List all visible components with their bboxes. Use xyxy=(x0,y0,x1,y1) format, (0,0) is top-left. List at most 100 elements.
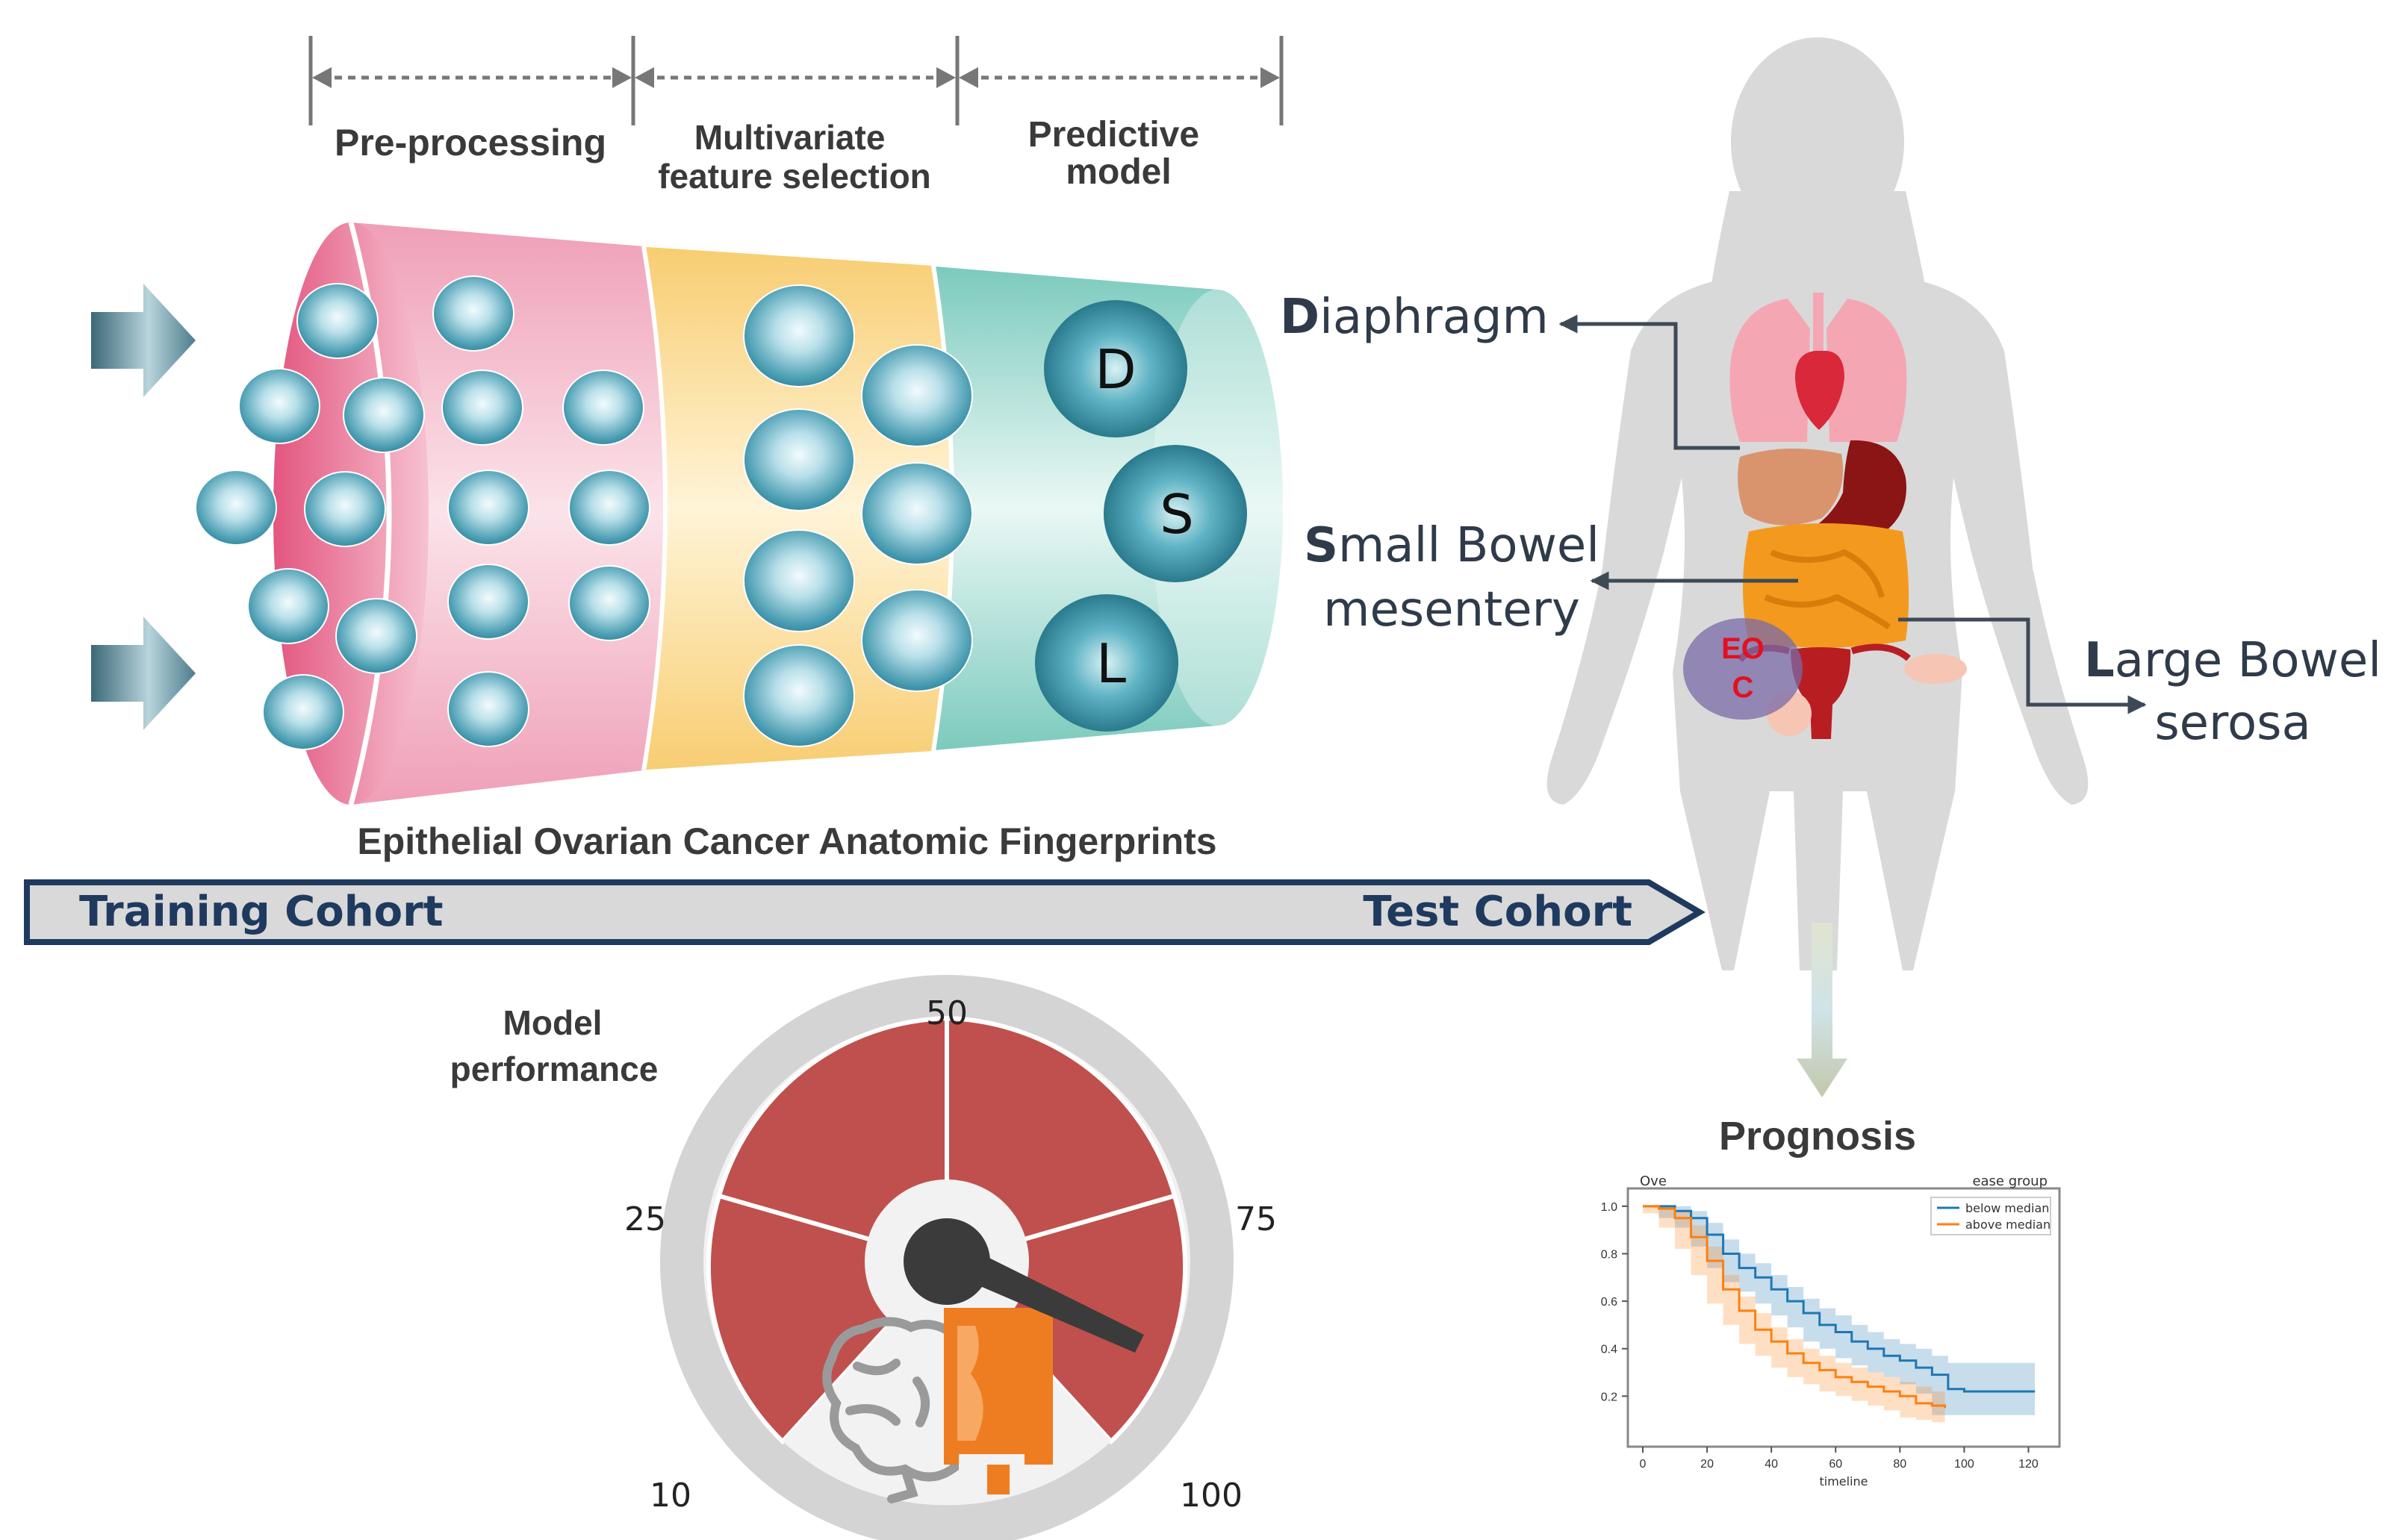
feature-sphere xyxy=(343,377,425,453)
svg-text:EO: EO xyxy=(1721,632,1765,665)
feature-sphere xyxy=(743,529,855,632)
km-y-tick-label: 0.2 xyxy=(1601,1391,1617,1403)
feature-sphere xyxy=(447,470,529,546)
feature-sphere xyxy=(262,674,344,750)
right-arrow-icon xyxy=(91,617,196,730)
prognosis-title: Prognosis xyxy=(1719,1114,1916,1159)
svg-text:L: L xyxy=(1096,632,1126,695)
dial-tick-25: 25 xyxy=(624,1200,666,1238)
large-bowel-leader xyxy=(1898,617,2147,714)
model-output-spheres: D S L xyxy=(1035,300,1247,732)
dial-title-line2: performance xyxy=(450,1050,659,1088)
km-y-tick-label: 0.4 xyxy=(1601,1344,1617,1356)
km-y-tick-label: 1.0 xyxy=(1601,1201,1617,1214)
svg-text:D: D xyxy=(1095,338,1136,401)
performance-dial: Model performance 50 25 75 10 100 xyxy=(450,975,1277,1540)
prognosis-section: Prognosis Ove ease group 0 20 40 60 80 100 120… xyxy=(1601,1114,2061,1488)
svg-text:C: C xyxy=(1732,671,1754,704)
dial-tick-50: 50 xyxy=(926,994,968,1032)
km-x-tick-label: 40 xyxy=(1765,1458,1778,1471)
down-arrow-icon xyxy=(1797,923,1847,1097)
diaphragm-label: Diaphragm xyxy=(1280,290,1549,345)
km-legend-above-median: above median xyxy=(1965,1218,2051,1232)
km-title-fragment-left: Ove xyxy=(1640,1173,1667,1189)
km-x-tick-label: 120 xyxy=(2018,1458,2039,1471)
dial-tick-75: 75 xyxy=(1235,1200,1277,1238)
km-x-tick-label: 100 xyxy=(1954,1458,1974,1471)
feature-sphere xyxy=(568,565,650,641)
stomach xyxy=(1800,440,1906,547)
dial-tick-10: 10 xyxy=(650,1477,691,1515)
pipeline-caption: Epithelial Ovarian Cancer Anatomic Finge… xyxy=(357,820,1216,862)
ovary-right xyxy=(1904,654,1967,684)
gauge-needle-icon xyxy=(904,1218,1144,1353)
large-bowel-label: Large Bowel xyxy=(2084,633,2381,688)
km-line-below-median xyxy=(1643,1205,2036,1393)
dial-tick-100: 100 xyxy=(1180,1477,1243,1515)
feature-sphere xyxy=(743,644,855,747)
cohort-bar: Training Cohort Test Cohort xyxy=(24,879,1706,945)
pipeline: Pre-processing Multivariate feature sele… xyxy=(91,36,1284,862)
km-x-ticks: 0 20 40 60 80 100 120 xyxy=(1640,1447,2039,1471)
stage-label-feature-selection: Multivariate feature selection xyxy=(658,118,931,196)
feature-sphere xyxy=(743,408,855,511)
feature-spheres-selected xyxy=(743,284,973,747)
km-series-lines xyxy=(1643,1205,2036,1409)
km-y-tick-label: 0.8 xyxy=(1601,1249,1617,1262)
model-sphere-s: S xyxy=(1104,445,1247,582)
feature-sphere xyxy=(195,470,277,546)
feature-sphere xyxy=(562,370,644,446)
dial-title-line1: Model xyxy=(503,1003,603,1042)
diaphragm-leader xyxy=(1558,314,1740,450)
feature-sphere xyxy=(441,370,523,446)
feature-sphere xyxy=(568,470,650,546)
stage-label-preprocessing: Pre-processing xyxy=(335,122,606,163)
km-y-tick-label: 0.6 xyxy=(1601,1296,1617,1309)
km-legend-below-median: below median xyxy=(1965,1201,2049,1215)
eoc-tumor: EO C xyxy=(1683,618,1803,720)
km-ci-band-below-median xyxy=(1643,1206,2036,1415)
feature-sphere xyxy=(432,275,514,352)
monitor-icon xyxy=(944,1308,1053,1494)
feature-sphere xyxy=(447,564,529,640)
km-title-fragment-right: ease group xyxy=(1972,1173,2048,1189)
feature-sphere xyxy=(238,368,320,444)
uterus xyxy=(1791,647,1851,739)
km-xlabel: timeline xyxy=(1819,1474,1868,1488)
feature-sphere xyxy=(247,568,329,644)
feature-sphere xyxy=(743,284,855,387)
km-plot: Ove ease group 0 20 40 60 80 100 120 0.2 0.4 0.6… xyxy=(1601,1173,2061,1488)
small-bowel-label: Small Bowel xyxy=(1304,518,1599,573)
heart xyxy=(1795,351,1844,430)
feature-sphere xyxy=(861,589,973,692)
stage-brackets xyxy=(308,36,1284,125)
km-x-tick-label: 0 xyxy=(1640,1458,1647,1471)
right-arrow-icon xyxy=(91,284,196,397)
brain-icon xyxy=(822,1317,961,1503)
km-x-tick-label: 80 xyxy=(1893,1458,1906,1471)
feature-sphere xyxy=(335,598,417,674)
km-x-tick-label: 20 xyxy=(1700,1458,1714,1471)
large-bowel-label-line2: serosa xyxy=(2154,696,2310,751)
feature-sphere xyxy=(304,471,386,547)
model-sphere-d: D xyxy=(1044,300,1187,437)
km-line-above-median xyxy=(1643,1205,1947,1409)
feature-sphere xyxy=(296,283,379,359)
small-bowel-label-line2: mesentery xyxy=(1323,582,1580,637)
lungs xyxy=(1729,299,1907,442)
feature-sphere xyxy=(861,462,973,565)
stage-label-predictive-model: Predictive model xyxy=(1028,115,1210,192)
svg-text:S: S xyxy=(1160,483,1194,546)
km-legend: below median above median xyxy=(1930,1197,2051,1235)
feature-sphere xyxy=(861,344,973,447)
liver xyxy=(1738,448,1844,526)
training-cohort-label: Training Cohort xyxy=(79,888,443,936)
feature-spheres-preprocessing xyxy=(195,275,650,750)
test-cohort-label: Test Cohort xyxy=(1363,888,1632,936)
feature-sphere xyxy=(447,671,529,747)
km-y-ticks: 0.2 0.4 0.6 0.8 1.0 xyxy=(1601,1201,1628,1403)
km-x-tick-label: 60 xyxy=(1829,1458,1842,1471)
human-body-icon: EO C Diaphragm Small Bowel mesentery Lar… xyxy=(1280,37,2381,1097)
model-sphere-l: L xyxy=(1035,594,1178,732)
